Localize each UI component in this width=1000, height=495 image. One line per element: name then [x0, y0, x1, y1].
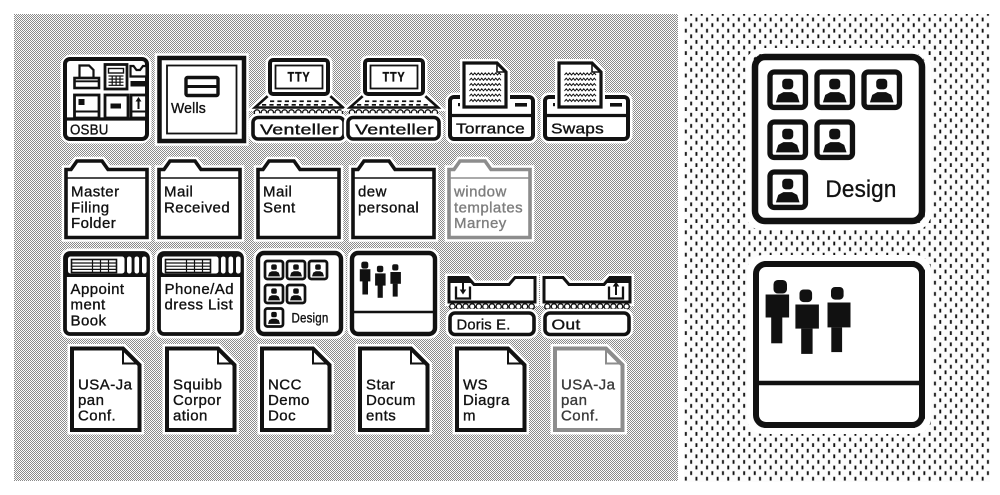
svg-text:Mail: Mail [164, 184, 193, 201]
svg-text:Sent: Sent [263, 199, 296, 216]
svg-text:Received: Received [164, 199, 230, 216]
svg-text:Design: Design [826, 176, 897, 203]
svg-text:Wells: Wells [171, 100, 206, 117]
svg-text:pan: pan [561, 392, 587, 409]
svg-text:Conf.: Conf. [561, 408, 599, 425]
svg-text:TTY: TTY [288, 70, 311, 85]
svg-text:Marney: Marney [454, 215, 507, 232]
svg-text:Squibb: Squibb [173, 377, 222, 394]
svg-text:Diagra: Diagra [463, 392, 510, 409]
svg-text:WS: WS [463, 377, 488, 394]
svg-text:dress List: dress List [165, 297, 234, 314]
svg-text:Out: Out [552, 317, 582, 334]
svg-text:OSBU: OSBU [70, 122, 109, 139]
svg-text:Corpor: Corpor [173, 392, 222, 409]
svg-text:Torrance: Torrance [456, 121, 525, 138]
svg-text:Doc: Doc [268, 408, 296, 425]
svg-text:pan: pan [78, 392, 104, 409]
svg-text:window: window [453, 184, 507, 201]
svg-text:m: m [463, 408, 476, 425]
svg-text:Appoint: Appoint [71, 281, 125, 298]
svg-text:Swaps: Swaps [551, 121, 604, 138]
svg-text:Design: Design [292, 311, 329, 326]
svg-text:Master: Master [71, 184, 120, 201]
svg-text:Book: Book [71, 312, 107, 329]
svg-text:Conf.: Conf. [78, 408, 116, 425]
svg-text:NCC: NCC [268, 377, 302, 394]
svg-text:USA-Ja: USA-Ja [78, 377, 133, 394]
svg-text:Phone/Ad: Phone/Ad [165, 281, 235, 298]
svg-text:dew: dew [358, 184, 387, 201]
svg-text:Venteller: Venteller [355, 122, 434, 139]
svg-text:USA-Ja: USA-Ja [561, 377, 616, 394]
svg-text:Star: Star [366, 377, 395, 394]
svg-text:TTY: TTY [383, 70, 406, 85]
svg-text:Folder: Folder [71, 215, 116, 232]
svg-text:Venteller: Venteller [260, 122, 339, 139]
svg-text:Filing: Filing [71, 199, 110, 216]
svg-text:ation: ation [173, 408, 208, 425]
svg-text:Doris E.: Doris E. [457, 317, 511, 334]
svg-text:Docum: Docum [366, 392, 416, 409]
svg-text:Mail: Mail [263, 184, 292, 201]
svg-text:templates: templates [454, 199, 523, 216]
svg-text:ents: ents [366, 408, 396, 425]
svg-text:ment: ment [71, 297, 107, 314]
svg-text:personal: personal [358, 199, 419, 216]
svg-text:Demo: Demo [268, 392, 310, 409]
